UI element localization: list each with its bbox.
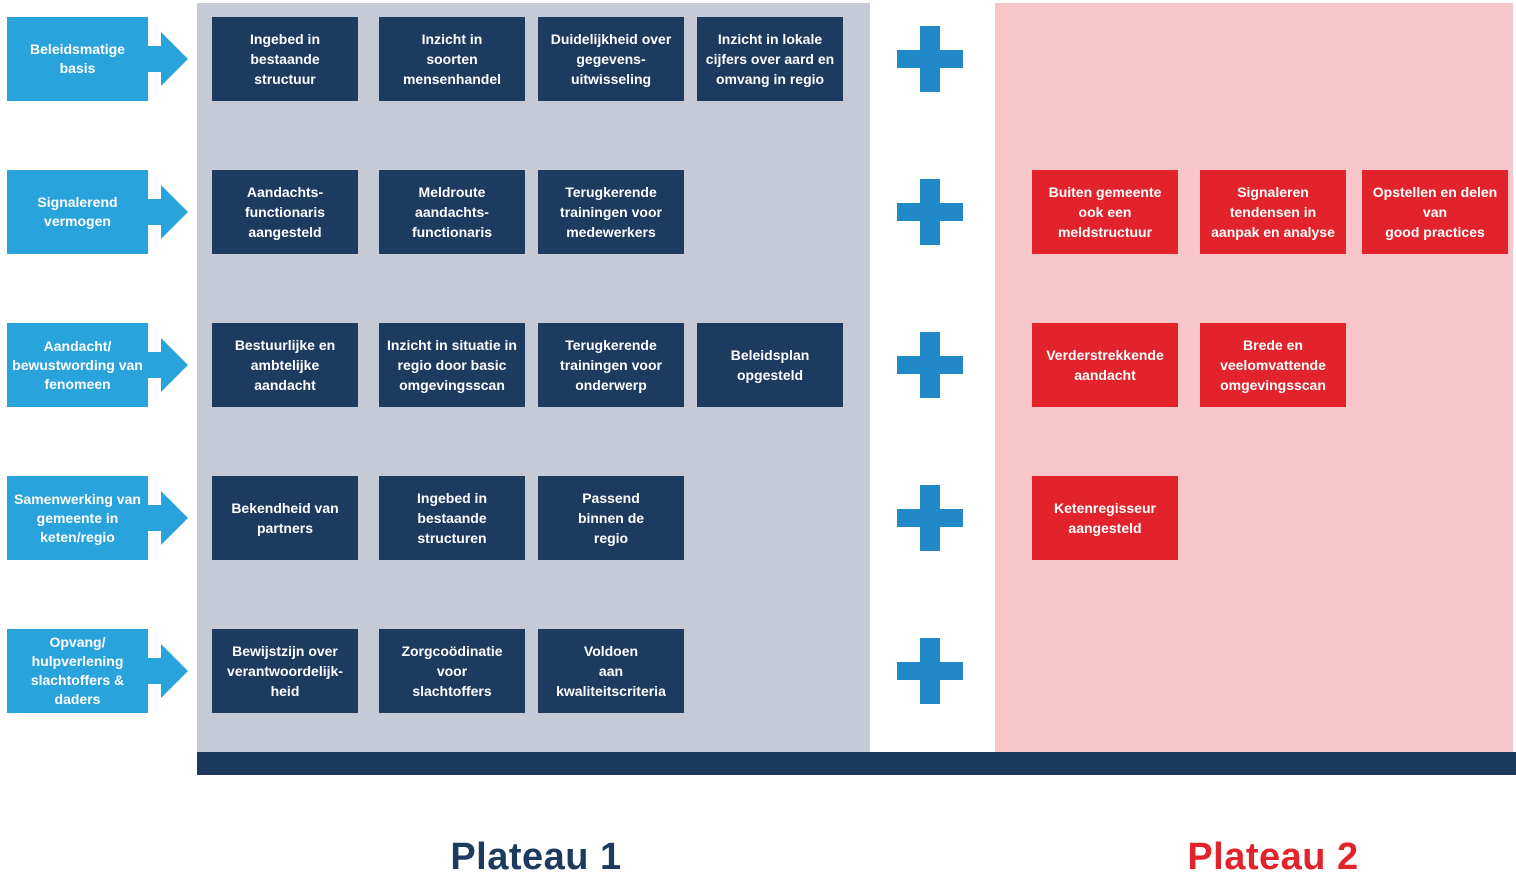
- arrow-right-icon: [161, 185, 188, 239]
- plateau1-box: Bestuurlijke en ambtelijke aandacht: [212, 323, 358, 407]
- plateau2-title: Plateau 2: [1187, 836, 1359, 876]
- row-label-beleidsmatige-basis: Beleidsmatige basis: [7, 17, 148, 101]
- plateau1-box: Aandachts- functionaris aangesteld: [212, 170, 358, 254]
- arrow-right-icon: [161, 491, 188, 545]
- plateau1-box: Inzicht in soorten mensenhandel: [379, 17, 525, 101]
- plateau2-box: Signaleren tendensen in aanpak en analys…: [1200, 170, 1346, 254]
- row-label-signalerend-vermogen: Signalerend vermogen: [7, 170, 148, 254]
- plateau1-box: Ingebed in bestaande structuur: [212, 17, 358, 101]
- arrow-right-icon: [161, 338, 188, 392]
- arrow-right-icon: [147, 658, 163, 684]
- plus-icon: [897, 179, 963, 245]
- plateau1-box: Inzicht in situatie in regio door basic …: [379, 323, 525, 407]
- plateau1-box: Passend binnen de regio: [538, 476, 684, 560]
- plateau2-box: Opstellen en delen van good practices: [1362, 170, 1508, 254]
- plateau1-box: Zorgcoödinatie voor slachtoffers: [379, 629, 525, 713]
- plateau2-box: Ketenregisseur aangesteld: [1032, 476, 1178, 560]
- row-label-aandacht-bewustwording: Aandacht/ bewustwording van fenomeen: [7, 323, 148, 407]
- plateau1-box: Voldoen aan kwaliteitscriteria: [538, 629, 684, 713]
- arrow-right-icon: [161, 32, 188, 86]
- plateau2-box: Brede en veelomvattende omgevingsscan: [1200, 323, 1346, 407]
- plus-icon: [897, 26, 963, 92]
- plus-icon: [897, 638, 963, 704]
- plateau1-box: Duidelijkheid over gegevens- uitwisselin…: [538, 17, 684, 101]
- arrow-right-icon: [161, 644, 188, 698]
- plateau1-box: Inzicht in lokale cijfers over aard en o…: [697, 17, 843, 101]
- footer-bar: [197, 752, 1516, 775]
- arrow-right-icon: [147, 352, 163, 378]
- plateau2-box: Buiten gemeente ook een meldstructuur: [1032, 170, 1178, 254]
- plateau1-box: Ingebed in bestaande structuren: [379, 476, 525, 560]
- plateau1-box: Meldroute aandachts- functionaris: [379, 170, 525, 254]
- plateau1-box: Bewijstzijn over verantwoordelijk- heid: [212, 629, 358, 713]
- plateau1-box: Beleidsplan opgesteld: [697, 323, 843, 407]
- plus-icon: [897, 485, 963, 551]
- plateau1-box: Terugkerende trainingen voor onderwerp: [538, 323, 684, 407]
- plateau1-box: Bekendheid van partners: [212, 476, 358, 560]
- arrow-right-icon: [147, 505, 163, 531]
- plateau1-title: Plateau 1: [450, 836, 622, 876]
- plus-icon: [897, 332, 963, 398]
- plateau2-box: Verderstrekkende aandacht: [1032, 323, 1178, 407]
- row-label-opvang-hulpverlening: Opvang/ hulpverlening slachtoffers & dad…: [7, 629, 148, 713]
- plateau1-box: Terugkerende trainingen voor medewerkers: [538, 170, 684, 254]
- arrow-right-icon: [147, 199, 163, 225]
- arrow-right-icon: [147, 46, 163, 72]
- row-label-samenwerking: Samenwerking van gemeente in keten/regio: [7, 476, 148, 560]
